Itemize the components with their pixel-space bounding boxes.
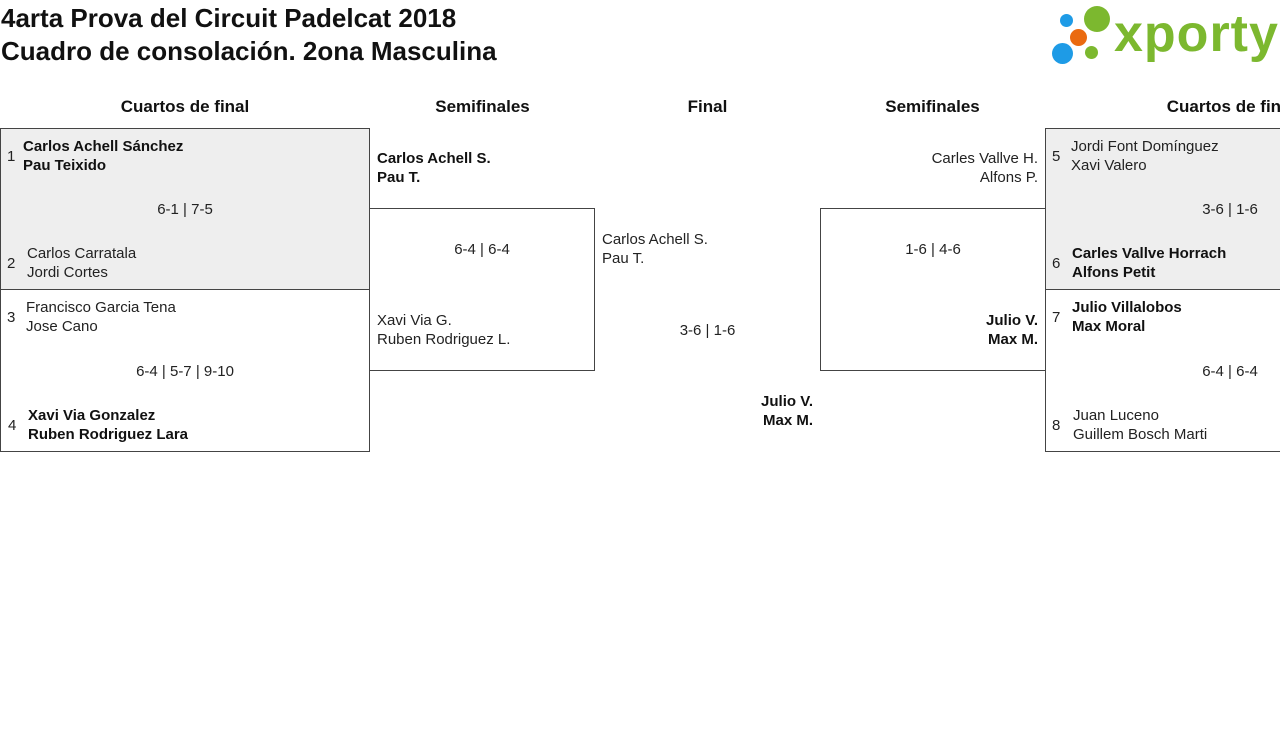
team-bottom: Xavi Via Gonzalez Ruben Rodriguez Lara [28, 406, 188, 444]
logo-dot-blue [1060, 14, 1073, 27]
player-name: Pau T. [377, 169, 421, 186]
player-name: Guillem Bosch Marti [1073, 426, 1208, 443]
player-name: Carlos Achell S. [377, 150, 491, 167]
player-name: Carles Vallve H. [931, 150, 1038, 167]
logo-dot-orange [1070, 29, 1087, 46]
player-name: Xavi Via G. [377, 312, 452, 329]
final-team-left: Carlos Achell S. Pau T. [602, 230, 708, 268]
player-name: Carles Vallve Horrach [1072, 245, 1227, 262]
player-name: Julio Villalobos [1072, 299, 1182, 316]
player-name: Juan Luceno [1073, 407, 1159, 424]
team-bottom: Carlos Carratala Jordi Cortes [27, 244, 136, 282]
team-top: Jordi Font Domínguez Xavi Valero [1071, 137, 1219, 175]
team-bottom: Carles Vallve Horrach Alfons Petit [1072, 244, 1226, 282]
right-quarterfinal-1: 5 Jordi Font Domínguez Xavi Valero 3-6 |… [1045, 128, 1280, 290]
seed-number: 1 [7, 148, 16, 165]
round-header-right-semifinals: Semifinales [885, 97, 980, 116]
player-name: Xavi Valero [1071, 157, 1147, 174]
team-top: Julio Villalobos Max Moral [1072, 298, 1182, 336]
xporty-logo: xporty [1052, 4, 1280, 66]
left-quarterfinal-2: 3 Francisco Garcia Tena Jose Cano 6-4 | … [0, 289, 370, 452]
player-name: Pau Teixido [23, 157, 107, 174]
page-title: 4arta Prova del Circuit Padelcat 2018 [1, 3, 457, 33]
player-name: Jose Cano [26, 318, 98, 335]
logo-dot-blue-large [1052, 43, 1073, 64]
team-top: Francisco Garcia Tena Jose Cano [26, 298, 176, 336]
player-name: Alfons P. [979, 169, 1038, 186]
player-name: Julio V. [761, 393, 813, 410]
player-name: Jordi Cortes [27, 264, 108, 281]
seed-number: 2 [7, 255, 16, 272]
match-score: 6-4 | 5-7 | 9-10 [136, 363, 234, 380]
team-bottom: Julio V. Max M. [821, 311, 1038, 349]
seed-number: 4 [8, 417, 17, 434]
seed-number: 5 [1052, 148, 1061, 165]
player-name: Xavi Via Gonzalez [28, 407, 156, 424]
player-name: Max M. [987, 331, 1038, 348]
round-header-left-quarterfinals: Cuartos de final [120, 97, 250, 116]
match-score: 6-1 | 7-5 [157, 201, 213, 218]
player-name: Francisco Garcia Tena [26, 299, 176, 316]
player-name: Max M. [762, 412, 813, 429]
player-name: Carlos Achell Sánchez [23, 138, 184, 155]
match-score: 6-4 | 6-4 [1202, 363, 1258, 380]
player-name: Carlos Achell S. [602, 231, 708, 248]
match-score: 6-4 | 6-4 [454, 241, 510, 258]
player-name: Max Moral [1072, 318, 1146, 335]
player-name: Carlos Carratala [27, 245, 137, 262]
page-subtitle: Cuadro de consolación. 2ona Masculina [1, 36, 497, 66]
player-name: Pau T. [602, 250, 645, 267]
player-name: Julio V. [986, 312, 1038, 329]
player-name: Alfons Petit [1072, 264, 1156, 281]
seed-number: 7 [1052, 309, 1061, 326]
seed-number: 8 [1052, 417, 1061, 434]
final-score: 3-6 | 1-6 [679, 322, 736, 339]
logo-wordmark: xporty [1114, 5, 1279, 63]
left-semifinal: 6-4 | 6-4 Xavi Via G. Ruben Rodriguez L. [369, 208, 595, 371]
match-score: 1-6 | 4-6 [905, 241, 961, 258]
player-name: Jordi Font Domínguez [1071, 138, 1219, 155]
left-quarterfinal-1: 1 Carlos Achell Sánchez Pau Teixido 6-1 … [0, 128, 370, 290]
team-bottom: Juan Luceno Guillem Bosch Marti [1073, 406, 1207, 444]
right-semifinal: 1-6 | 4-6 Julio V. Max M. [820, 208, 1046, 371]
match-score: 3-6 | 1-6 [1202, 201, 1258, 218]
round-header-left-semifinals: Semifinales [435, 97, 530, 116]
round-header-right-quarterfinals: Cuartos de final [1166, 97, 1280, 116]
team-top: Carlos Achell Sánchez Pau Teixido [23, 137, 183, 175]
logo-dot-green-small [1085, 46, 1098, 59]
final-team-right: Julio V. Max M. [640, 392, 813, 430]
left-semifinal-team-top: Carlos Achell S. Pau T. [377, 149, 491, 187]
player-name: Ruben Rodriguez Lara [28, 426, 189, 443]
logo-dot-green [1084, 6, 1110, 32]
seed-number: 3 [7, 309, 16, 326]
team-bottom: Xavi Via G. Ruben Rodriguez L. [377, 311, 510, 349]
right-quarterfinal-2: 7 Julio Villalobos Max Moral 6-4 | 6-4 8… [1045, 289, 1280, 452]
round-header-final: Final [687, 97, 728, 116]
player-name: Ruben Rodriguez L. [377, 331, 511, 348]
right-semifinal-team-top: Carles Vallve H. Alfons P. [820, 149, 1038, 187]
seed-number: 6 [1052, 255, 1061, 272]
